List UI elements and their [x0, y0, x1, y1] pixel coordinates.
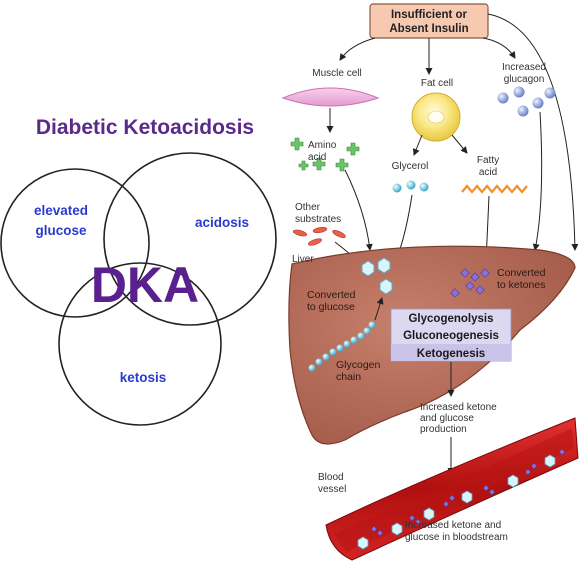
glucagon-label-2: glucagon	[504, 74, 545, 85]
venn-label-elevated: elevated	[34, 203, 88, 218]
bloodstream-glucose-icons	[357, 454, 556, 550]
blood-vessel-label-1: Blood	[318, 472, 344, 483]
process-glycogenolysis: Glycogenolysis	[408, 313, 493, 325]
venn-diagram: Diabetic Ketoacidosis elevated glucose a…	[0, 116, 277, 426]
glycogen-chain-icon	[308, 321, 376, 372]
glycogen-chain-label-2: chain	[336, 371, 361, 383]
venn-label-glucose: glucose	[35, 223, 87, 238]
glycogen-chain-label-1: Glycogen	[336, 359, 381, 371]
amino-acid-icons	[290, 137, 360, 172]
process-ketogenesis: Ketogenesis	[417, 348, 485, 360]
increased-production-label-1: Increased ketone	[420, 402, 497, 413]
venn-circle-ketosis	[58, 262, 222, 426]
muscle-cell-shape	[281, 87, 380, 107]
blood-vessel-label-2: vessel	[318, 484, 346, 495]
converted-ketones-label-1: Converted	[497, 267, 546, 279]
venn-circle-acidosis	[103, 152, 277, 326]
insulin-text-2: Absent Insulin	[389, 23, 468, 35]
amino-acid-label-2: acid	[308, 152, 326, 163]
insulin-text-1: Insufficient or	[391, 9, 468, 21]
liver-glucose-icons	[361, 257, 393, 295]
venn-title: Diabetic Ketoacidosis	[36, 116, 254, 139]
other-substrates-label-1: Other	[295, 202, 321, 213]
increased-production-label-2: and glucose	[420, 413, 474, 424]
muscle-cell-label: Muscle cell	[312, 68, 361, 79]
venn-circle-glucose	[0, 168, 150, 318]
fatty-acid-icon	[461, 184, 528, 194]
venn-label-ketosis: ketosis	[120, 370, 167, 385]
fat-cell-label: Fat cell	[421, 78, 453, 89]
other-substrates-label-2: substrates	[295, 214, 341, 225]
glycerol-icons	[392, 180, 429, 193]
increased-production-label-3: production	[420, 424, 467, 435]
glucagon-label-1: Increased	[502, 62, 546, 73]
bloodstream-label-2: glucose in bloodstream	[405, 532, 508, 543]
venn-center-dka: DKA	[91, 257, 199, 313]
liver-label: Liver	[292, 254, 314, 265]
liver-ketone-icons	[450, 268, 490, 298]
converted-ketones-label-2: to ketones	[497, 279, 545, 291]
amino-acid-label-1: Amino	[308, 140, 337, 151]
fatty-acid-label-1: Fatty	[477, 155, 499, 166]
venn-label-acidosis: acidosis	[195, 215, 249, 230]
glycerol-label: Glycerol	[392, 161, 429, 172]
fatty-acid-label-2: acid	[479, 167, 497, 178]
converted-glucose-label-1: Converted	[307, 289, 356, 301]
bloodstream-label-1: Increased ketone and	[405, 520, 501, 531]
process-gluconeogenesis: Gluconeogenesis	[403, 330, 499, 342]
converted-glucose-label-2: to glucose	[307, 301, 355, 313]
pathway-diagram: Insufficient or Absent Insulin Muscle ce…	[281, 3, 579, 561]
other-substrates-icons	[292, 226, 346, 246]
glucagon-icons	[497, 86, 556, 117]
bloodstream-ketone-icons	[370, 448, 566, 537]
